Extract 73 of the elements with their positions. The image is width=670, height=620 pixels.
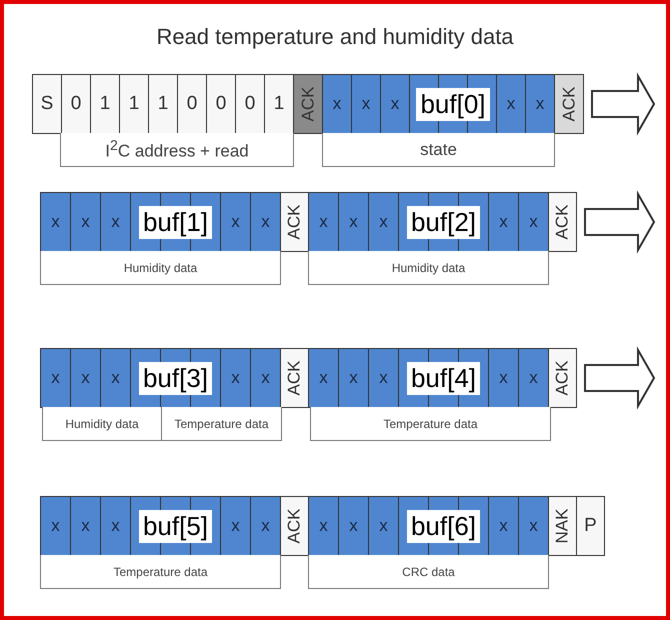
buffer-label: buf[1] bbox=[130, 192, 221, 252]
buffer-label: buf[6] bbox=[398, 496, 489, 556]
field-label: Temperature data bbox=[310, 407, 551, 441]
bit-cell: x bbox=[308, 496, 339, 556]
field-label: Humidity data bbox=[308, 251, 549, 285]
bit-cell: ACK bbox=[293, 74, 323, 134]
bit-cell: x bbox=[338, 348, 369, 408]
bit-cell: x bbox=[70, 348, 101, 408]
bit-cell: x bbox=[525, 74, 555, 134]
bit-cell: 1 bbox=[119, 74, 149, 134]
bit-cell: x bbox=[220, 192, 251, 252]
buffer-label: buf[3] bbox=[130, 348, 221, 408]
bit-cell: x bbox=[250, 348, 281, 408]
bit-cell: ACK bbox=[548, 348, 577, 408]
bit-cell: x bbox=[70, 496, 101, 556]
field-label: state bbox=[322, 133, 555, 167]
bit-cell: x bbox=[351, 74, 381, 134]
buffer-label: buf[0] bbox=[409, 74, 497, 134]
bit-cell: x bbox=[338, 496, 369, 556]
bit-cell: ACK bbox=[280, 192, 309, 252]
bit-cell: x bbox=[220, 348, 251, 408]
bit-cell: 1 bbox=[264, 74, 294, 134]
diagram-title: Read temperature and humidity data bbox=[155, 24, 515, 50]
bit-cell: x bbox=[40, 348, 71, 408]
bit-cell: x bbox=[308, 348, 339, 408]
field-label: I$^{2}$C address + read bbox=[60, 133, 294, 167]
bit-cell: NAK bbox=[548, 496, 577, 556]
bit-cell: x bbox=[368, 192, 399, 252]
bit-cell: x bbox=[308, 192, 339, 252]
bit-cell: x bbox=[368, 348, 399, 408]
bit-cell: ACK bbox=[548, 192, 577, 252]
bit-cell: x bbox=[380, 74, 410, 134]
field-label: Temperature data bbox=[40, 555, 281, 589]
bit-cell: 0 bbox=[177, 74, 207, 134]
bit-cell: x bbox=[518, 348, 549, 408]
bit-cell: x bbox=[220, 496, 251, 556]
buffer-label: buf[4] bbox=[398, 348, 489, 408]
bit-cell: x bbox=[100, 192, 131, 252]
bit-cell: x bbox=[100, 496, 131, 556]
bit-cell: 1 bbox=[90, 74, 120, 134]
buffer-label: buf[2] bbox=[398, 192, 489, 252]
bit-cell: 1 bbox=[148, 74, 178, 134]
bit-cell: x bbox=[496, 74, 526, 134]
buffer-label: buf[5] bbox=[130, 496, 221, 556]
continuation-arrow bbox=[584, 190, 656, 254]
continuation-arrow bbox=[591, 72, 656, 136]
bit-cell: x bbox=[40, 496, 71, 556]
field-label: Temperature data bbox=[161, 407, 282, 441]
field-label: Humidity data bbox=[40, 251, 281, 285]
bit-cell: x bbox=[100, 348, 131, 408]
bit-cell: x bbox=[70, 192, 101, 252]
bit-cell: x bbox=[368, 496, 399, 556]
bit-cell: x bbox=[518, 496, 549, 556]
bit-cell: 0 bbox=[61, 74, 91, 134]
bit-cell: x bbox=[518, 192, 549, 252]
continuation-arrow bbox=[584, 346, 656, 410]
bit-cell: P bbox=[576, 496, 605, 556]
bit-cell: x bbox=[488, 348, 519, 408]
bit-cell: 0 bbox=[206, 74, 236, 134]
bit-cell: x bbox=[322, 74, 352, 134]
bit-cell: x bbox=[338, 192, 369, 252]
bit-cell: x bbox=[488, 496, 519, 556]
bit-cell: ACK bbox=[280, 348, 309, 408]
field-label: Humidity data bbox=[42, 407, 162, 441]
field-label: CRC data bbox=[308, 555, 549, 589]
bit-cell: x bbox=[250, 496, 281, 556]
bit-cell: 0 bbox=[235, 74, 265, 134]
bit-cell: ACK bbox=[554, 74, 584, 134]
bit-cell: x bbox=[40, 192, 71, 252]
bit-cell: S bbox=[32, 74, 62, 134]
bit-cell: ACK bbox=[280, 496, 309, 556]
bit-cell: x bbox=[488, 192, 519, 252]
bit-cell: x bbox=[250, 192, 281, 252]
